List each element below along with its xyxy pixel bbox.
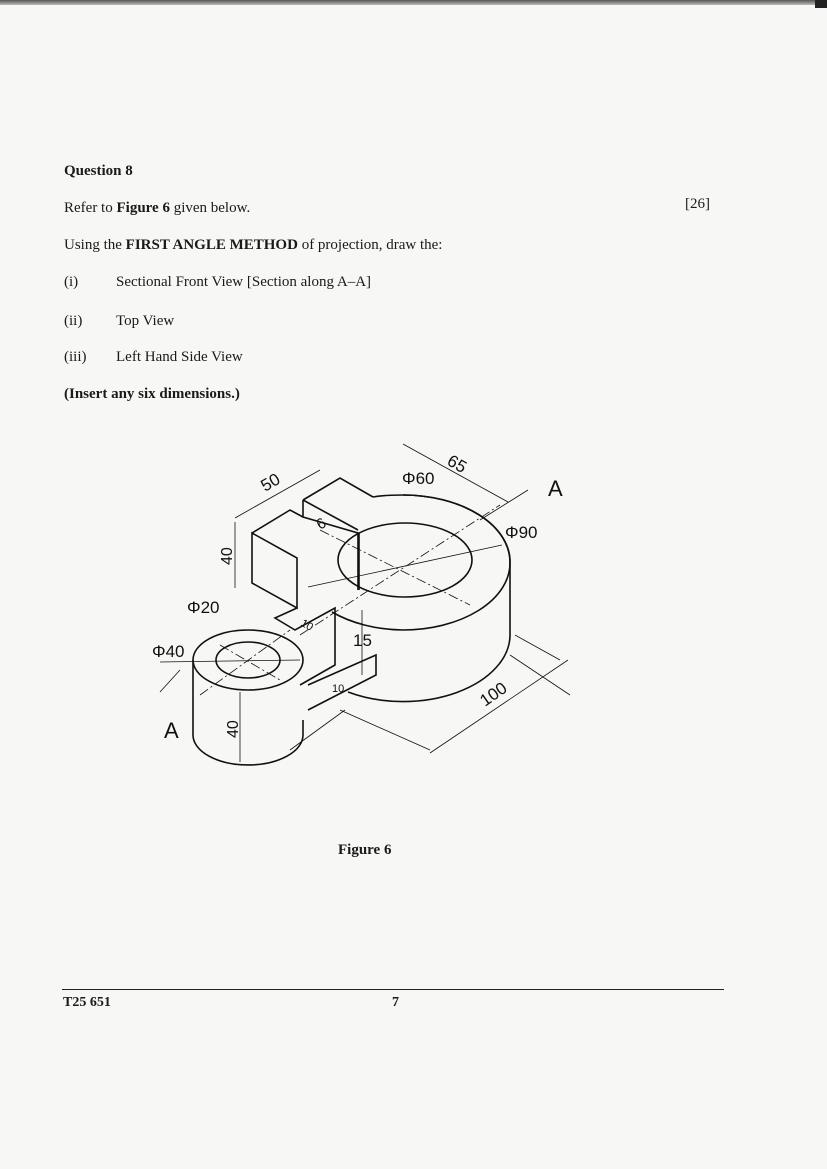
scan-edge xyxy=(0,0,827,5)
drawing-line xyxy=(289,709,346,751)
drawing-line xyxy=(234,469,321,519)
drawing-line xyxy=(319,529,471,606)
block-top xyxy=(251,509,304,534)
dimension-note: (Insert any six dimensions.) xyxy=(64,386,240,402)
text: of projection, draw the: xyxy=(297,237,443,253)
drawing-line xyxy=(159,669,181,693)
isometric-figure: 50 65 Φ60 Φ90 6 40 Φ20 Φ40 10 15 10 100 … xyxy=(152,443,571,766)
question-title: Question 8 xyxy=(64,163,133,179)
scan-corner xyxy=(815,0,827,8)
dim-10-web: 10 xyxy=(332,683,344,695)
figure-caption: Figure 6 xyxy=(338,842,392,858)
dim-phi60: Φ60 xyxy=(402,469,434,488)
text: given below. xyxy=(169,200,251,216)
item-number: (ii) xyxy=(64,313,83,329)
figure-ref: Figure 6 xyxy=(116,200,170,216)
drawing-line xyxy=(199,504,501,696)
rib-side xyxy=(302,500,359,590)
marks: [26] xyxy=(685,196,710,212)
drawing-line xyxy=(159,659,301,663)
dim-40-block: 40 xyxy=(219,547,236,565)
drawing-line xyxy=(302,499,359,531)
drawing-line xyxy=(159,443,571,762)
big-cylinder-hole xyxy=(337,522,473,598)
dim-10-rib: 10 xyxy=(299,617,316,634)
method-name: FIRST ANGLE METHOD xyxy=(125,237,298,253)
drawing-line xyxy=(339,709,431,751)
web xyxy=(273,606,336,686)
dim-15: 15 xyxy=(353,631,372,650)
drawing-line xyxy=(514,634,561,661)
dim-65: 65 xyxy=(444,451,470,477)
section-label-a-bottom: A xyxy=(164,718,179,743)
drawing-line xyxy=(509,654,571,696)
item-text: Top View xyxy=(116,313,175,329)
dim-phi40: Φ40 xyxy=(152,642,184,661)
dim-100: 100 xyxy=(476,678,510,710)
instruction-refer: Refer to Figure 6 given below. xyxy=(64,200,250,217)
drawing-line xyxy=(479,489,529,521)
drawing-line xyxy=(307,544,503,588)
dim-phi90: Φ90 xyxy=(505,523,537,542)
section-label-a-top: A xyxy=(548,476,563,501)
text: Using the xyxy=(64,237,126,253)
small-cylinder-body xyxy=(192,660,304,766)
text: Refer to xyxy=(64,200,117,216)
item-number: (i) xyxy=(64,274,79,290)
dim-40-cylinder: 40 xyxy=(225,720,242,738)
page-number: 7 xyxy=(392,995,399,1010)
rib xyxy=(302,477,374,501)
web-rib xyxy=(307,653,377,711)
dim-phi20: Φ20 xyxy=(187,598,219,617)
drawing-line xyxy=(402,443,509,503)
drawing-line xyxy=(299,504,501,636)
drawing-line xyxy=(429,659,569,754)
footer-divider xyxy=(62,989,724,990)
block-front xyxy=(251,531,298,610)
item-text: Sectional Front View [Section along A–A] xyxy=(116,274,372,290)
paper-code: T25 651 xyxy=(63,995,111,1010)
dim-50: 50 xyxy=(258,470,284,496)
item-text: Left Hand Side View xyxy=(116,349,243,365)
drawing-line xyxy=(219,644,281,681)
instruction-method: Using the FIRST ANGLE METHOD of projecti… xyxy=(64,237,442,254)
drawing-line xyxy=(199,629,291,696)
item-number: (iii) xyxy=(64,349,87,365)
big-cylinder-top xyxy=(331,494,511,631)
